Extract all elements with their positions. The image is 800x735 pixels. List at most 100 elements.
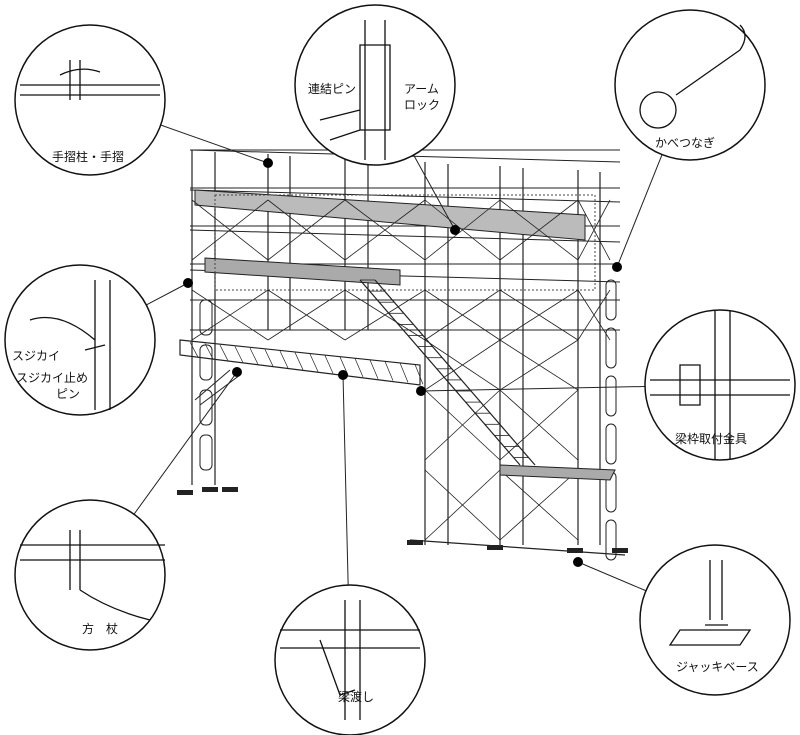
base-plate xyxy=(487,545,503,550)
label-knee-brace: 方 杖 xyxy=(82,622,119,636)
knee-brace xyxy=(199,374,241,406)
callout-circle-brace xyxy=(4,264,156,416)
label-brace: スジカイ xyxy=(12,349,61,363)
jack-detail xyxy=(668,560,752,646)
label-arm-lock-1: アーム xyxy=(404,82,439,96)
bridge-detail xyxy=(280,600,420,720)
callout-dot-connecting-pin-arm-lock xyxy=(450,225,460,235)
cross-brace xyxy=(344,289,426,341)
frame-ladder xyxy=(199,389,213,426)
base-plate xyxy=(612,548,628,553)
leader-line-knee-brace xyxy=(133,371,238,515)
truss-web xyxy=(324,355,334,374)
beam-bridge-truss xyxy=(179,339,421,386)
cross-brace xyxy=(577,289,611,341)
label-jack-base: ジャッキベース xyxy=(676,660,759,674)
cross-brace xyxy=(499,339,579,391)
upper-deck xyxy=(194,189,586,241)
callout-dot-jack-base xyxy=(573,557,583,567)
base-plate xyxy=(407,540,423,545)
cross-brace xyxy=(267,199,346,261)
cross-brace xyxy=(424,199,501,261)
truss-web xyxy=(234,346,244,363)
truss-web xyxy=(369,359,379,379)
frame-ladder xyxy=(605,423,617,465)
middle-deck xyxy=(204,257,401,286)
truss-web xyxy=(249,347,259,365)
frame-ladder xyxy=(605,375,617,417)
cross-brace xyxy=(424,339,501,391)
cross-brace xyxy=(499,289,579,341)
callout-circle-knee-brace xyxy=(14,499,166,651)
callout-dot-handrail xyxy=(263,158,273,168)
callout-dot-knee-brace xyxy=(232,367,242,377)
fitting-detail xyxy=(650,310,790,460)
cross-brace xyxy=(344,199,426,261)
cross-brace xyxy=(424,389,501,461)
knee-brace xyxy=(194,369,231,401)
frame-ladder xyxy=(199,299,213,336)
frame-ladder xyxy=(605,279,617,321)
cross-brace xyxy=(499,199,579,261)
label-arm-lock-2: ロック xyxy=(404,98,441,112)
cross-brace xyxy=(424,289,501,341)
scaffold-rail xyxy=(189,189,621,203)
callout-circle-jack-base xyxy=(639,544,791,696)
cross-brace xyxy=(577,199,611,261)
handrail-detail xyxy=(20,60,160,100)
callout-circle-beam-frame-fitting xyxy=(644,309,796,461)
safety-net xyxy=(214,194,596,291)
leader-line-beam-bridge xyxy=(342,374,349,586)
pin-detail xyxy=(319,20,391,160)
label-beam-frame-fitting: 梁枠取付金具 xyxy=(675,432,748,446)
frame-ladder xyxy=(605,519,617,561)
base-plate xyxy=(202,487,218,492)
label-beam-bridge: 梁渡し xyxy=(338,690,375,704)
callout-dot-beam-bridge xyxy=(338,370,348,380)
label-wall-tie: かべつなぎ xyxy=(655,136,716,150)
base-plate xyxy=(177,490,193,495)
cross-brace xyxy=(191,289,269,341)
frame-ladder xyxy=(605,327,617,369)
leader-line-wall-tie xyxy=(616,154,663,268)
truss-web xyxy=(354,358,364,378)
cross-brace xyxy=(499,389,579,461)
callout-circle-connecting-pin-arm-lock xyxy=(294,4,456,166)
leader-line-connecting-pin-arm-lock xyxy=(413,154,456,231)
truss-web xyxy=(294,352,304,370)
stair-stringer xyxy=(359,279,521,466)
base-plate xyxy=(222,487,238,492)
base-plate xyxy=(567,548,583,553)
cross-brace xyxy=(267,289,346,341)
leader-line-brace xyxy=(146,282,189,306)
brace-detail xyxy=(29,280,111,410)
cross-brace xyxy=(424,469,501,541)
leader-line-jack-base xyxy=(577,561,647,592)
truss-web xyxy=(219,344,229,361)
truss-web xyxy=(309,353,319,372)
truss-web xyxy=(384,361,394,381)
callout-circle-beam-bridge xyxy=(274,584,426,735)
callout-dot-wall-tie xyxy=(612,262,622,272)
truss-web xyxy=(399,362,409,383)
stair-stringer xyxy=(374,279,536,466)
label-brace-pin-1: スジカイ止め xyxy=(16,371,89,385)
frame-ladder xyxy=(199,344,213,381)
truss-web xyxy=(279,350,289,369)
cross-brace xyxy=(191,199,269,261)
truss-web xyxy=(264,349,274,367)
leader-line-beam-frame-fitting xyxy=(420,386,646,392)
ground-line xyxy=(409,539,626,556)
callout-circle-handrail xyxy=(14,24,166,176)
truss-web xyxy=(189,341,199,358)
label-handrail: 手摺柱・手摺 xyxy=(52,150,125,164)
wall-tie-detail xyxy=(639,24,746,129)
knee-detail xyxy=(20,530,165,621)
callout-dot-brace xyxy=(183,278,193,288)
cross-brace xyxy=(499,469,579,541)
callout-dot-beam-frame-fitting xyxy=(416,386,426,396)
scaffold-rail xyxy=(189,229,621,243)
truss-web xyxy=(414,364,424,385)
